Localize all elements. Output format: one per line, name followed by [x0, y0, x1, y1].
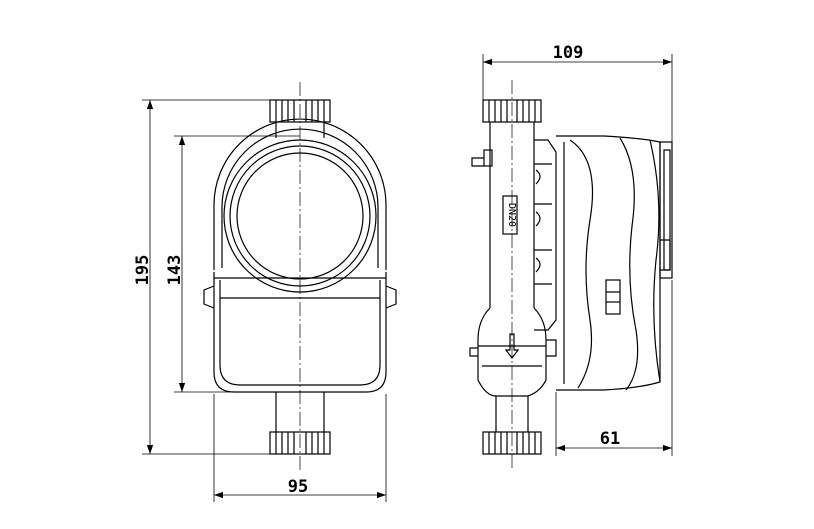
front-dimensions: [142, 99, 387, 502]
dn-label: DN20: [506, 203, 517, 227]
side-valve-section: [469, 307, 557, 432]
flow-arrow-icon: [504, 333, 520, 359]
side-bottom-thread: [482, 431, 542, 455]
dim-label-109: 109: [553, 43, 584, 63]
register-head: [213, 118, 387, 293]
dim-label-195: 195: [133, 255, 153, 286]
dim-label-61: 61: [600, 429, 620, 449]
bottom-pipe: [275, 392, 325, 432]
dim-label-95: 95: [288, 477, 308, 497]
front-view: [203, 82, 397, 470]
side-top-thread: [482, 99, 542, 123]
dim-label-143: 143: [165, 255, 185, 286]
bottom-thread-fitting: [269, 431, 331, 455]
dn-plate: [502, 195, 518, 235]
side-register-housing: [556, 135, 673, 391]
top-thread-fitting: [269, 99, 331, 138]
side-view: [469, 80, 673, 470]
side-dimensions: [482, 54, 673, 456]
